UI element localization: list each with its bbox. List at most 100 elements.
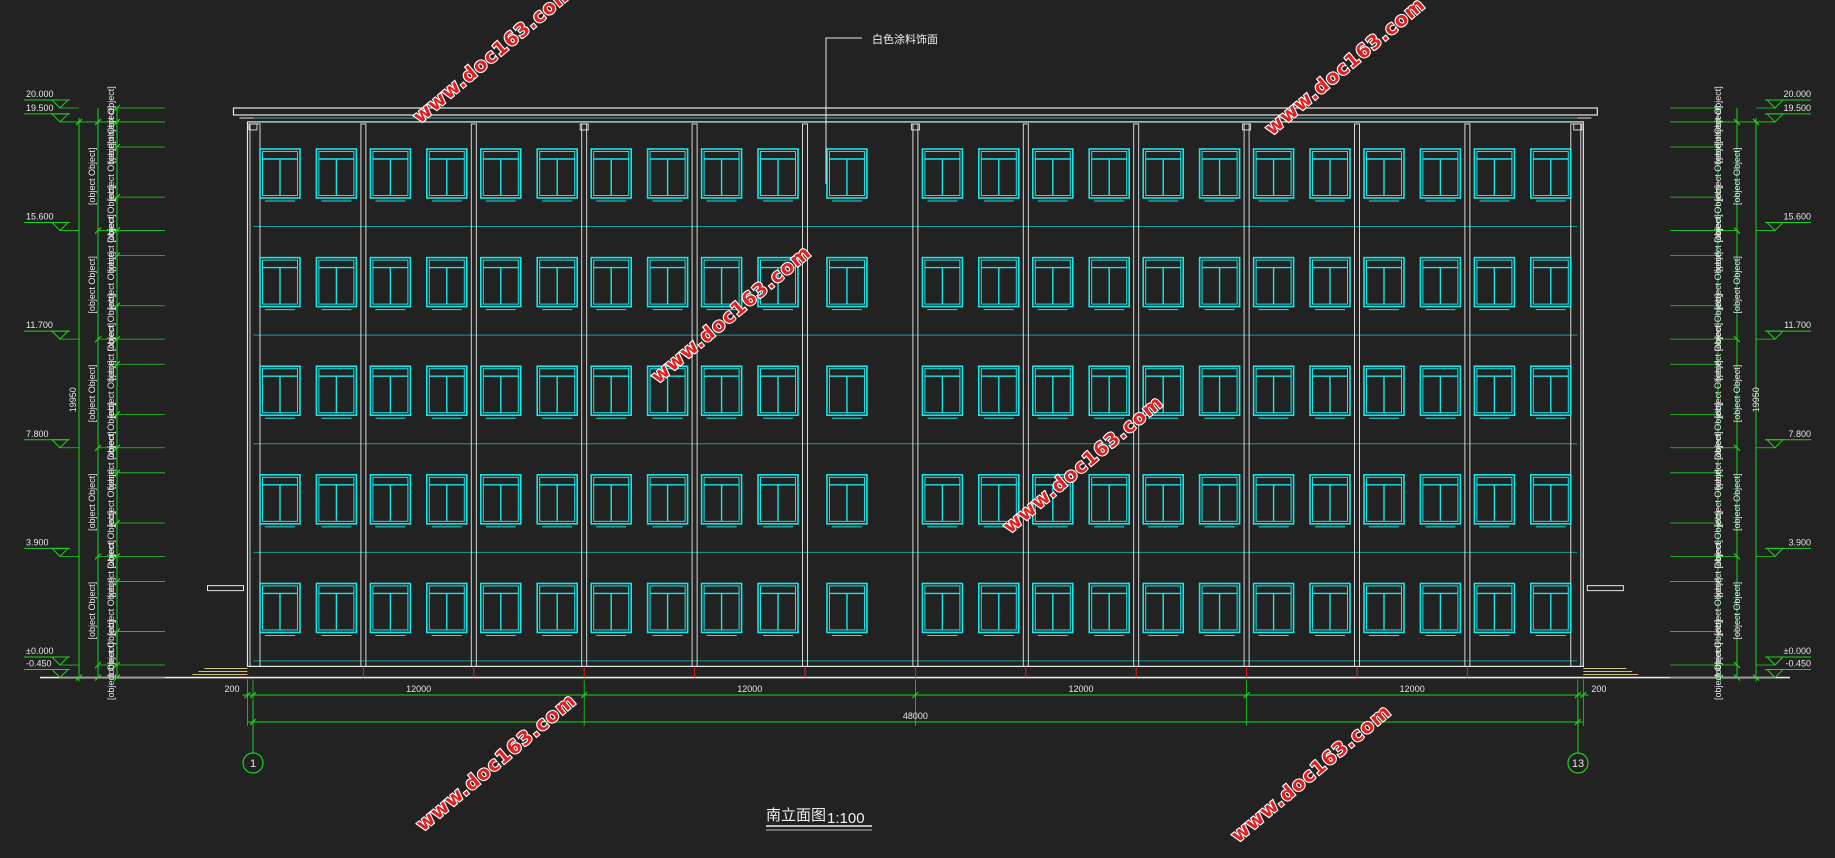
window-frame: [536, 148, 579, 199]
window: [977, 148, 1020, 202]
vdim-fine-label: [object Object]: [1713, 323, 1723, 381]
level-marker: 7.800: [1756, 429, 1811, 449]
window: [315, 582, 358, 636]
vdim-fine-label: [object Object]: [1713, 540, 1723, 598]
vdim-tick: [1714, 104, 1722, 112]
window: [1309, 148, 1351, 202]
level-marker: -0.450: [24, 659, 79, 679]
window: [1363, 474, 1405, 528]
window: [1032, 582, 1074, 636]
window-frame: [425, 256, 468, 308]
pilaster-capital: [1242, 123, 1252, 131]
vdim-tick: [113, 360, 121, 368]
window-frame: [700, 365, 743, 417]
window: [536, 474, 579, 528]
dim-tick: [244, 691, 251, 699]
total-width-label: 48000: [903, 711, 928, 721]
vdim-floor-label: [object Object]: [87, 256, 97, 314]
window-frame: [977, 256, 1020, 308]
level-label: ±0.000: [26, 646, 53, 656]
vdim-tick: [1714, 360, 1722, 368]
window: [1530, 582, 1572, 636]
bay-dimension-label: 12000: [1068, 684, 1093, 694]
window-frame: [1363, 582, 1405, 634]
window-frame: [1088, 365, 1130, 417]
level-marker: 7.800: [24, 429, 79, 449]
window: [259, 474, 301, 528]
window: [1032, 474, 1074, 528]
window-frame: [315, 474, 358, 525]
window: [1309, 582, 1351, 636]
vdim-fine-label: [object Object]: [1713, 106, 1723, 164]
window: [590, 365, 633, 419]
window-frame: [1530, 148, 1572, 199]
window: [1198, 365, 1241, 419]
window: [315, 148, 358, 202]
window: [921, 148, 964, 202]
window: [1088, 148, 1130, 202]
level-label: 3.900: [26, 537, 49, 547]
window-frame: [921, 256, 964, 308]
level-label: 11.700: [1784, 320, 1811, 330]
vdim-floor-label: [object Object]: [87, 473, 97, 531]
right-canopy: [1586, 585, 1624, 592]
level-label: 15.600: [26, 212, 54, 222]
window-frame: [369, 474, 412, 525]
vdim-fine-label: [object Object]: [106, 620, 116, 678]
drawing-title: 南立面图: [766, 806, 826, 824]
vdim-tick: [113, 410, 121, 418]
window-frame: [369, 365, 412, 417]
window: [315, 365, 358, 419]
window: [479, 256, 522, 311]
bay-dimension-label: 12000: [1400, 684, 1425, 694]
pilaster-capital: [248, 123, 258, 131]
window-frame: [259, 256, 301, 308]
window: [536, 582, 579, 636]
window: [1142, 148, 1184, 202]
window: [1032, 256, 1074, 311]
window-frame: [590, 582, 633, 634]
window-frame: [1032, 256, 1074, 308]
window-frame: [425, 365, 468, 417]
window-frame: [1032, 365, 1074, 417]
level-label: 19.500: [1783, 103, 1811, 113]
vdim-tick: [1714, 628, 1722, 636]
window-frame: [977, 365, 1020, 417]
vdim-fine-label: [object Object]: [1713, 86, 1723, 144]
window-frame: [700, 582, 743, 634]
window: [1473, 582, 1516, 636]
building-facade: [40, 107, 1790, 679]
window-frame: [1530, 365, 1572, 417]
window: [1198, 256, 1241, 311]
vdim-fine-label: [object Object]: [1713, 185, 1723, 243]
axis-label-1: 1: [250, 758, 256, 770]
window: [536, 256, 579, 311]
window-frame: [1198, 365, 1241, 417]
window-frame: [1252, 582, 1295, 634]
vdim-tick: [113, 578, 121, 585]
window-frame: [921, 582, 964, 634]
window-frame: [700, 148, 743, 199]
window-frame: [1088, 256, 1130, 308]
level-label: ±0.000: [1784, 646, 1811, 656]
window: [590, 474, 633, 528]
vdim-fine-label: [object Object]: [1713, 361, 1723, 419]
window-frame: [646, 256, 689, 308]
vdim-tick: [1714, 469, 1722, 477]
pilaster-capital: [910, 123, 920, 131]
level-marker: 20.000: [1756, 89, 1811, 109]
vdim-fine-label: [object Object]: [1713, 214, 1723, 272]
window-frame: [369, 148, 412, 199]
window: [757, 474, 799, 528]
window-frame: [826, 582, 868, 634]
bay-dimension-label: 12000: [737, 684, 762, 694]
window: [826, 365, 868, 419]
window: [1198, 148, 1241, 202]
drawing-scale: 1:100: [827, 810, 865, 827]
window-frame: [921, 365, 964, 417]
window-frame: [536, 365, 579, 417]
window-frame: [1419, 582, 1462, 634]
window: [1198, 474, 1241, 528]
vdim-tick: [1714, 302, 1722, 310]
